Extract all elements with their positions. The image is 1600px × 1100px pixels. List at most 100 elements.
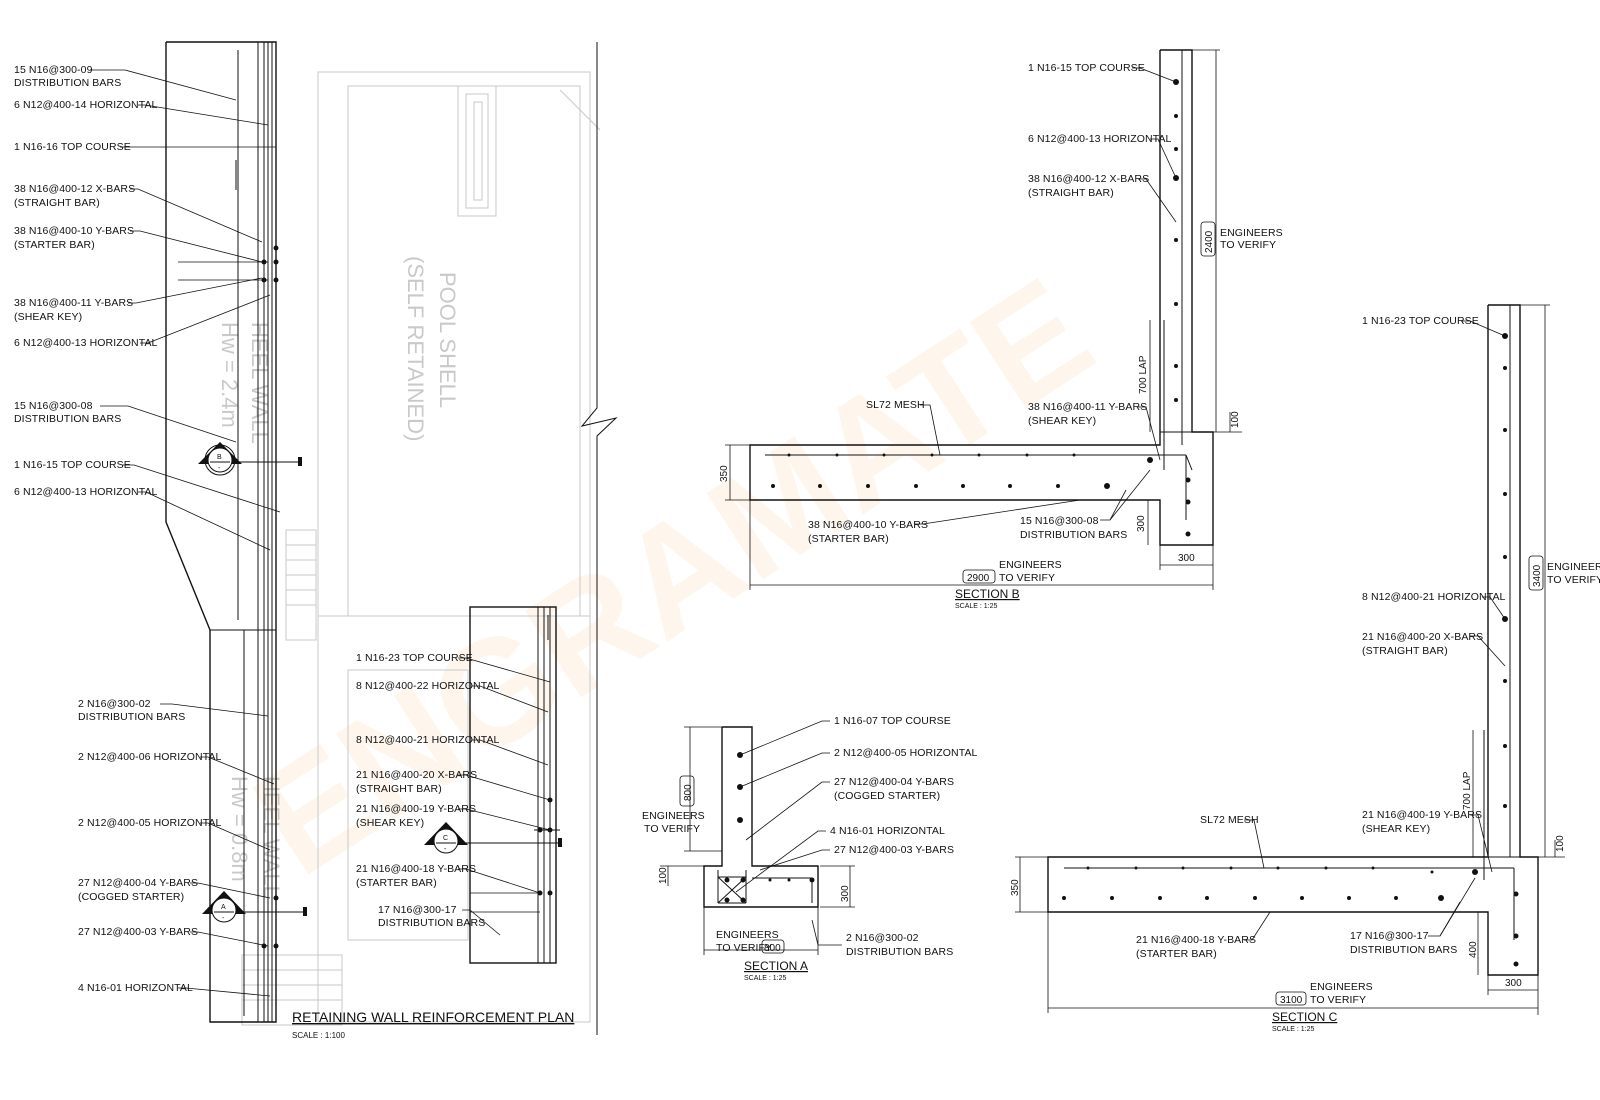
callout: DISTRIBUTION BARS bbox=[78, 711, 185, 723]
dim-800h: 800 bbox=[764, 943, 781, 954]
callout: (STARTER BAR) bbox=[14, 239, 95, 251]
callout: 17 N16@300-17 bbox=[378, 904, 457, 916]
callout: 27 N12@400-04 Y-BARS bbox=[834, 776, 954, 788]
dim-800v: 800 bbox=[683, 784, 694, 801]
section-marker-a: A - bbox=[202, 891, 307, 923]
section-b-title: SECTION B bbox=[955, 587, 1020, 601]
callout: 4 N16-01 HORIZONTAL bbox=[78, 982, 193, 994]
dim-300v: 300 bbox=[1136, 515, 1147, 532]
section-marker-c: C - bbox=[424, 822, 562, 854]
callout: (SHEAR KEY) bbox=[14, 311, 82, 323]
callout: DISTRIBUTION BARS bbox=[846, 946, 953, 958]
section-a-labels: 1 N16-07 TOP COURSE 2 N12@400-05 HORIZON… bbox=[642, 715, 978, 958]
dim-100: 100 bbox=[1555, 835, 1566, 852]
callout: 21 N16@400-18 Y-BARS bbox=[1136, 934, 1256, 946]
callout: 1 N16-15 TOP COURSE bbox=[1028, 62, 1145, 74]
callout: 38 N16@400-10 Y-BARS bbox=[14, 225, 134, 237]
section-a: 1 N16-07 TOP COURSE 2 N12@400-05 HORIZON… bbox=[642, 715, 978, 982]
dim-height: 2400 bbox=[1204, 230, 1215, 253]
callout: 38 N16@400-11 Y-BARS bbox=[1028, 401, 1147, 413]
eng-note: ENGINEERS bbox=[1220, 227, 1283, 239]
callout: 21 N16@400-19 Y-BARS bbox=[356, 803, 476, 815]
eng-note: TO VERIFY bbox=[716, 942, 772, 954]
callout: 21 N16@400-18 Y-BARS bbox=[356, 863, 476, 875]
pool-shell-sublabel: (SELF RETAINED) bbox=[403, 256, 428, 441]
section-c-labels: 1 N16-23 TOP COURSE 8 N12@400-21 HORIZON… bbox=[1010, 315, 1600, 1006]
section-b-scale: SCALE : 1:25 bbox=[955, 603, 998, 610]
callout: (STRAIGHT BAR) bbox=[1028, 187, 1114, 199]
plan-view: POOL SHELL (SELF RETAINED) HEEL WALL Hw … bbox=[14, 41, 618, 1040]
dim-height: 3400 bbox=[1532, 564, 1543, 587]
plan-bar-dots bbox=[261, 245, 553, 949]
callout: DISTRIBUTION BARS bbox=[378, 917, 485, 929]
callout: 15 N16@300-08 bbox=[1020, 515, 1099, 527]
pool-shell-outline bbox=[241, 71, 601, 1026]
callout: SL72 MESH bbox=[1200, 814, 1259, 826]
eng-note: TO VERIFY bbox=[644, 823, 700, 835]
callout: (SHEAR KEY) bbox=[1362, 823, 1430, 835]
eng-note: TO VERIFY bbox=[1547, 574, 1600, 586]
plan-break-line bbox=[580, 42, 618, 1035]
section-c-bars bbox=[1062, 333, 1519, 967]
dim-350: 350 bbox=[719, 465, 730, 482]
dim-lap: 700 LAP bbox=[1462, 771, 1473, 810]
callout: 2 N12@400-06 HORIZONTAL bbox=[78, 751, 222, 763]
eng-note: ENGINEERS bbox=[1310, 981, 1373, 993]
section-a-scale: SCALE : 1:25 bbox=[744, 975, 787, 982]
callout: 15 N16@300-08 bbox=[14, 400, 93, 412]
callout: (COGGED STARTER) bbox=[834, 790, 940, 802]
callout: 17 N16@300-17 bbox=[1350, 930, 1429, 942]
callout: DISTRIBUTION BARS bbox=[14, 77, 121, 89]
section-a-leaders bbox=[735, 720, 842, 946]
eng-note: ENGINEERS bbox=[642, 810, 705, 822]
dim-300: 300 bbox=[840, 885, 851, 902]
dim-width: 3100 bbox=[1280, 995, 1303, 1006]
callout: 8 N12@400-21 HORIZONTAL bbox=[1362, 591, 1506, 603]
callout: 6 N12@400-13 HORIZONTAL bbox=[14, 337, 158, 349]
callout: 4 N16-01 HORIZONTAL bbox=[830, 825, 945, 837]
callout: 1 N16-15 TOP COURSE bbox=[14, 459, 131, 471]
marker-c-sheet: - bbox=[444, 846, 447, 853]
callout: 27 N12@400-04 Y-BARS bbox=[78, 877, 198, 889]
callout: (STRAIGHT BAR) bbox=[14, 197, 100, 209]
marker-b-sheet: - bbox=[218, 465, 221, 472]
section-b-leaders bbox=[915, 67, 1177, 525]
wall-outline bbox=[165, 41, 277, 1023]
marker-c-letter: C bbox=[443, 835, 448, 842]
section-c-dims bbox=[1015, 304, 1565, 1015]
section-c-title: SECTION C bbox=[1272, 1010, 1338, 1024]
eng-note: ENGINEERS bbox=[716, 929, 779, 941]
callout: 1 N16-23 TOP COURSE bbox=[1362, 315, 1479, 327]
callout: (STRAIGHT BAR) bbox=[356, 783, 442, 795]
section-b: 1 N16-15 TOP COURSE 6 N12@400-13 HORIZON… bbox=[719, 49, 1283, 610]
callout: (STARTER BAR) bbox=[808, 533, 889, 545]
dim-width: 2900 bbox=[967, 573, 990, 584]
section-marker-b: B - bbox=[198, 442, 302, 476]
callout: 38 N16@400-12 X-BARS bbox=[14, 183, 135, 195]
callout: DISTRIBUTION BARS bbox=[1350, 944, 1457, 956]
section-c-leaders bbox=[1244, 320, 1506, 941]
pool-shell-label: POOL SHELL bbox=[435, 272, 460, 408]
callout: 2 N12@400-05 HORIZONTAL bbox=[834, 747, 978, 759]
callout: (STRAIGHT BAR) bbox=[1362, 645, 1448, 657]
callout: (COGGED STARTER) bbox=[78, 891, 184, 903]
callout: 38 N16@400-11 Y-BARS bbox=[14, 297, 133, 309]
marker-b-letter: B bbox=[217, 454, 222, 461]
section-a-dims bbox=[660, 726, 855, 955]
callout: (STARTER BAR) bbox=[356, 877, 437, 889]
dim-350: 350 bbox=[1010, 879, 1021, 896]
eng-note: ENGINEERS bbox=[1547, 561, 1600, 573]
callout: DISTRIBUTION BARS bbox=[1020, 529, 1127, 541]
callout: 6 N12@400-13 HORIZONTAL bbox=[14, 486, 158, 498]
dim-300: 300 bbox=[1505, 978, 1522, 989]
callout: SL72 MESH bbox=[866, 399, 925, 411]
eng-note: ENGINEERS bbox=[999, 559, 1062, 571]
plan-labels: 15 N16@300-09 DISTRIBUTION BARS 6 N12@40… bbox=[14, 64, 499, 994]
dim-100: 100 bbox=[658, 867, 669, 884]
section-b-bars bbox=[771, 79, 1191, 537]
heel-wall-lower-height: Hw = 0.8m bbox=[227, 776, 252, 882]
callout: (STARTER BAR) bbox=[1136, 948, 1217, 960]
callout: 38 N16@400-10 Y-BARS bbox=[808, 519, 928, 531]
callout: 2 N16@300-02 bbox=[846, 932, 919, 944]
